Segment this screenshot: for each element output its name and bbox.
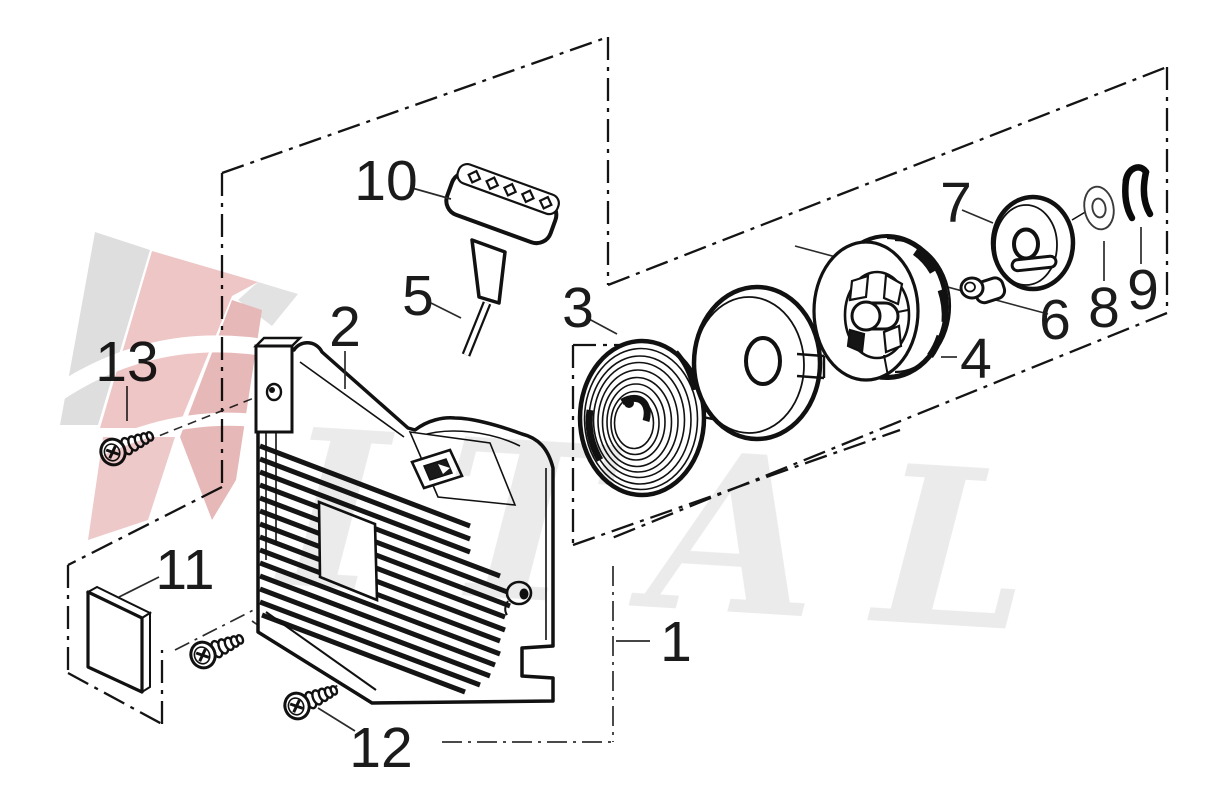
starter-housing-drawing xyxy=(253,336,555,705)
starter-cap-hole xyxy=(1012,227,1040,261)
callout-2-label: 2 xyxy=(329,295,361,359)
housing-hump-inner-line xyxy=(419,430,521,447)
starter-rope-drawing xyxy=(461,301,492,357)
boundary-lower-left-diagonal xyxy=(67,485,223,567)
pulley-center-hole xyxy=(850,300,882,332)
callout-4-label: 4 xyxy=(960,327,992,391)
starter-cap-slot xyxy=(1010,254,1058,273)
grip-neck xyxy=(470,238,507,305)
housing-top-edge-inner-line xyxy=(299,361,405,438)
boundary-bottom-right-diagonal xyxy=(611,311,1168,540)
housing-cooling-fins xyxy=(259,443,511,695)
housing-boss-tail-line xyxy=(504,600,509,616)
pulley-spoke-openings xyxy=(846,273,904,354)
pulley-rim-shading xyxy=(912,249,949,359)
callout-10-label: 10 xyxy=(354,149,417,213)
callout-leader-lines xyxy=(118,187,1142,732)
spring-cover-drawing xyxy=(691,284,826,442)
assembly-1-bracket xyxy=(442,566,614,743)
spring-clip-drawing xyxy=(1122,164,1154,222)
housing-screw-boss-hole xyxy=(519,588,529,600)
starter-grip-drawing xyxy=(444,162,560,305)
spring-shading-left xyxy=(585,409,604,462)
leader-10 xyxy=(411,187,452,200)
housing-center-opening xyxy=(317,500,379,602)
boundary-top-left-diagonal xyxy=(221,35,609,175)
screw12a-axis-line xyxy=(174,537,396,651)
callout-12-label: 12 xyxy=(349,716,412,780)
gasket-plate-drawing xyxy=(85,585,153,694)
watermark: ITAL xyxy=(50,232,1096,685)
leader-11 xyxy=(118,576,160,598)
rope-vent-highlight xyxy=(438,464,450,474)
starter-pawl-drawing xyxy=(959,276,1007,305)
leader-5 xyxy=(430,302,462,319)
leader-12 xyxy=(317,707,356,732)
spring-cover-notch xyxy=(796,352,826,380)
watermark-logo xyxy=(50,232,303,540)
spring-shading-right xyxy=(674,350,697,391)
callout-1-label: 1 xyxy=(660,610,692,674)
callout-6-label: 6 xyxy=(1039,288,1071,352)
leader-7 xyxy=(961,209,994,224)
callout-3-label: 3 xyxy=(562,276,594,340)
grip-texture-diamonds xyxy=(467,169,553,210)
starter-cap-drawing xyxy=(990,194,1088,292)
screw-12a xyxy=(185,624,250,674)
boundary-inner-diagonal xyxy=(572,428,901,547)
callout-8-label: 8 xyxy=(1088,276,1120,340)
screw-12b xyxy=(279,675,344,725)
callout-11-label: 11 xyxy=(155,538,214,602)
washer-drawing xyxy=(1083,185,1115,231)
watermark-text: ITAL xyxy=(269,380,1096,685)
rope-pulley-drawing xyxy=(812,234,952,382)
boundary-top-right-diagonal xyxy=(607,65,1168,287)
callout-9-label: 9 xyxy=(1127,258,1159,322)
spring-cover-hole xyxy=(744,336,782,386)
boundary-plate-box-bottom xyxy=(67,671,163,726)
callout-5-label: 5 xyxy=(402,264,434,328)
callout-7-label: 7 xyxy=(940,171,972,235)
rope-vent-inner xyxy=(422,458,454,481)
leader-3 xyxy=(588,318,618,335)
housing-bottom-inner-line xyxy=(265,611,377,691)
